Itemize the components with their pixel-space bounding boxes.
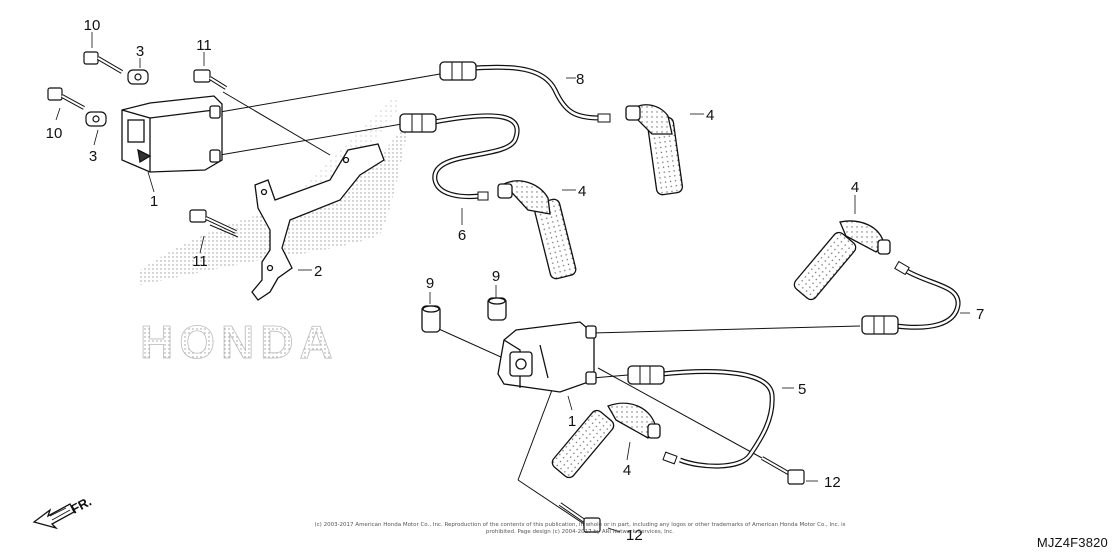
ignition-coil-upper <box>121 95 223 173</box>
callout-1-bottom: 1 <box>568 413 576 430</box>
honda-wing-watermark <box>140 95 410 285</box>
bolt-11-left <box>189 209 237 234</box>
callout-4-b: 4 <box>578 183 586 200</box>
callout-9-a: 9 <box>426 275 434 292</box>
callout-7: 7 <box>976 306 984 323</box>
bolt-10-top <box>83 51 124 74</box>
callout-4-c: 4 <box>851 179 859 196</box>
bolt-12-right <box>761 456 805 485</box>
high-tension-cord-8 <box>439 61 611 123</box>
clamp-nut-3-top <box>127 69 149 85</box>
callout-8: 8 <box>576 71 584 88</box>
callout-4-a: 4 <box>706 107 714 124</box>
callout-10-top: 10 <box>84 17 101 34</box>
spark-plug-cap-c <box>793 220 891 301</box>
callout-6: 6 <box>458 227 466 244</box>
high-tension-cord-6 <box>399 113 520 201</box>
bolt-12-bottom <box>558 502 601 533</box>
leader-lines <box>209 73 861 529</box>
callout-5: 5 <box>798 381 806 398</box>
callout-9-b: 9 <box>492 268 500 285</box>
spark-plug-cap-d <box>551 402 661 479</box>
callout-11-left: 11 <box>192 253 208 270</box>
callout-1-left: 1 <box>150 193 158 210</box>
collar-9-a <box>421 305 441 333</box>
callout-11-top: 11 <box>196 37 212 54</box>
diagram-code: MJZ4F3820 <box>1036 535 1108 550</box>
ignition-coil-lower <box>497 321 597 393</box>
clamp-nut-3-left <box>85 111 107 127</box>
copyright-notice: (c) 2003-2017 American Honda Motor Co., … <box>314 522 846 535</box>
honda-watermark-text: HONDA <box>140 316 339 368</box>
high-tension-cord-5 <box>627 365 775 469</box>
bolt-10-left <box>47 87 85 110</box>
callout-10-left: 10 <box>46 125 63 142</box>
callout-4-d: 4 <box>623 462 631 479</box>
callout-leaders <box>55 32 970 533</box>
collar-9-b <box>487 297 507 321</box>
callout-12-right: 12 <box>824 474 841 491</box>
coil-bracket <box>251 143 385 301</box>
bolt-11-top <box>193 69 228 90</box>
callout-3-left: 3 <box>89 148 97 165</box>
callout-12-bottom: 12 <box>626 527 643 544</box>
callout-2: 2 <box>314 263 322 280</box>
callout-3-top: 3 <box>136 43 144 60</box>
spark-plug-cap-a <box>625 104 684 196</box>
spark-plug-cap-b <box>497 180 577 280</box>
front-direction-arrow: FR. <box>32 494 94 530</box>
high-tension-cord-7 <box>861 260 961 335</box>
